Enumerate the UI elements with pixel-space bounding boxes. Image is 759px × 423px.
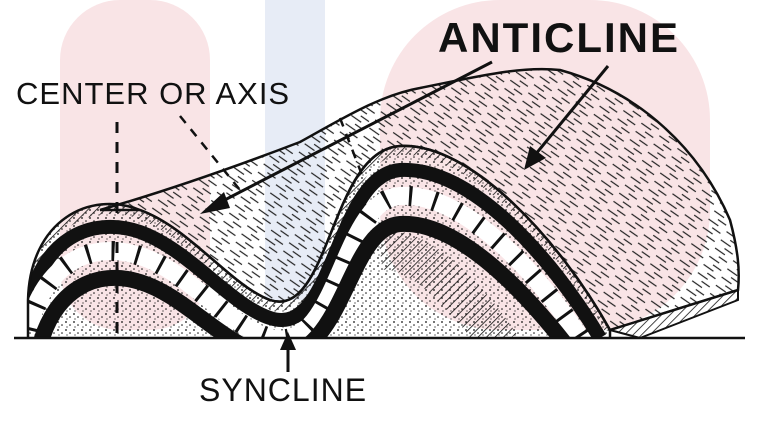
center-or-axis-label: CENTER OR AXIS (16, 76, 290, 112)
syncline-label: SYNCLINE (199, 372, 367, 409)
anticline-label: ANTICLINE (438, 14, 680, 62)
